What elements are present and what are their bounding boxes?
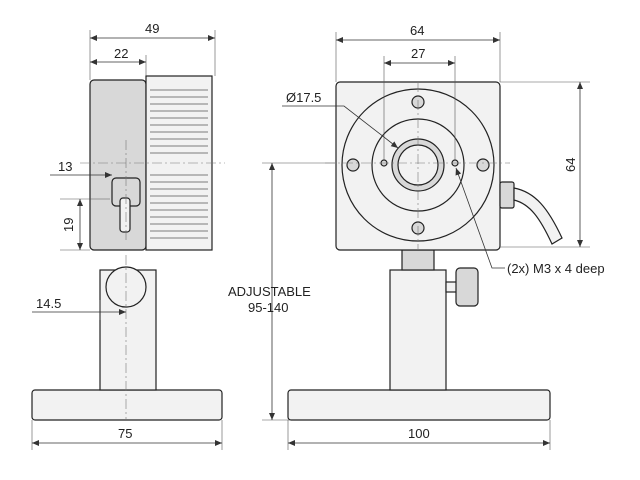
thread-note-leader [455,167,505,269]
side-housing-plate [89,79,147,251]
aperture-leader [282,105,399,149]
front-post-collar [401,249,435,271]
front-view: 64 27 Ø17.5 64 (2x) M3 x 4 deep 100 [282,23,605,450]
thread-note-label: (2x) M3 x 4 deep [507,261,605,276]
side-cable [119,197,131,233]
front-post [389,269,447,391]
side-heatsink-fins [150,89,208,239]
front-base-plate [287,389,551,421]
front-thumb-screw-knob [455,267,479,307]
front-cable [513,187,563,245]
aperture-label: Ø17.5 [286,90,321,105]
dim-label-64-width: 64 [410,23,424,38]
front-cable-connector [499,181,515,209]
dim-label-22: 22 [114,46,128,61]
dim-label-27: 27 [411,46,425,61]
side-base-plate [31,389,223,421]
dim-label-19: 19 [61,218,76,232]
dim-label-64-height: 64 [563,158,578,172]
dim-label-14-5: 14.5 [36,296,61,311]
front-screw-right [476,158,490,172]
dim-label-100: 100 [408,426,430,441]
dim-label-13: 13 [58,159,72,174]
side-view: 49 22 13 19 14.5 75 [31,21,225,450]
dim-label-75: 75 [118,426,132,441]
front-screw-left [346,158,360,172]
adjustable-label: ADJUSTABLE [228,284,311,299]
adjustable-dimension: ADJUSTABLE 95-140 [228,162,335,421]
dim-label-49: 49 [145,21,159,36]
adjustable-range-label: 95-140 [248,300,288,315]
